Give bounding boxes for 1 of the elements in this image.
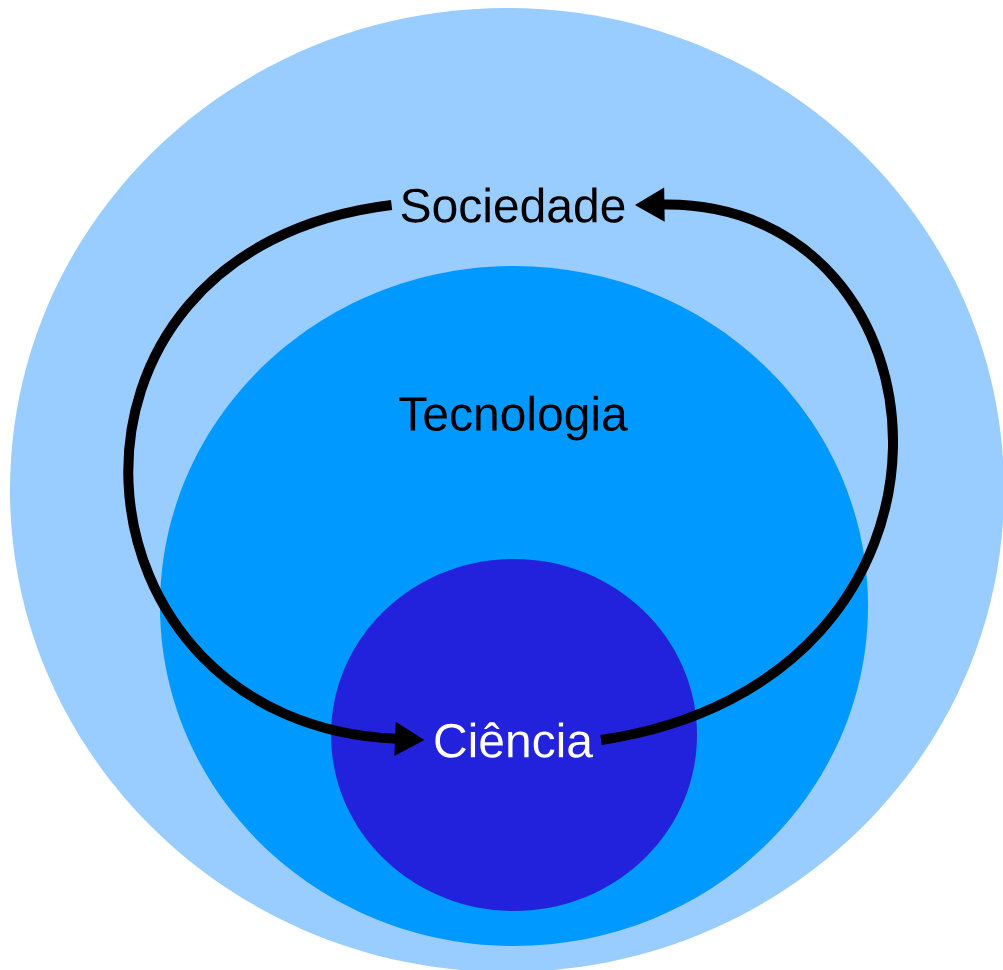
node-label: Sociedade bbox=[401, 187, 625, 223]
